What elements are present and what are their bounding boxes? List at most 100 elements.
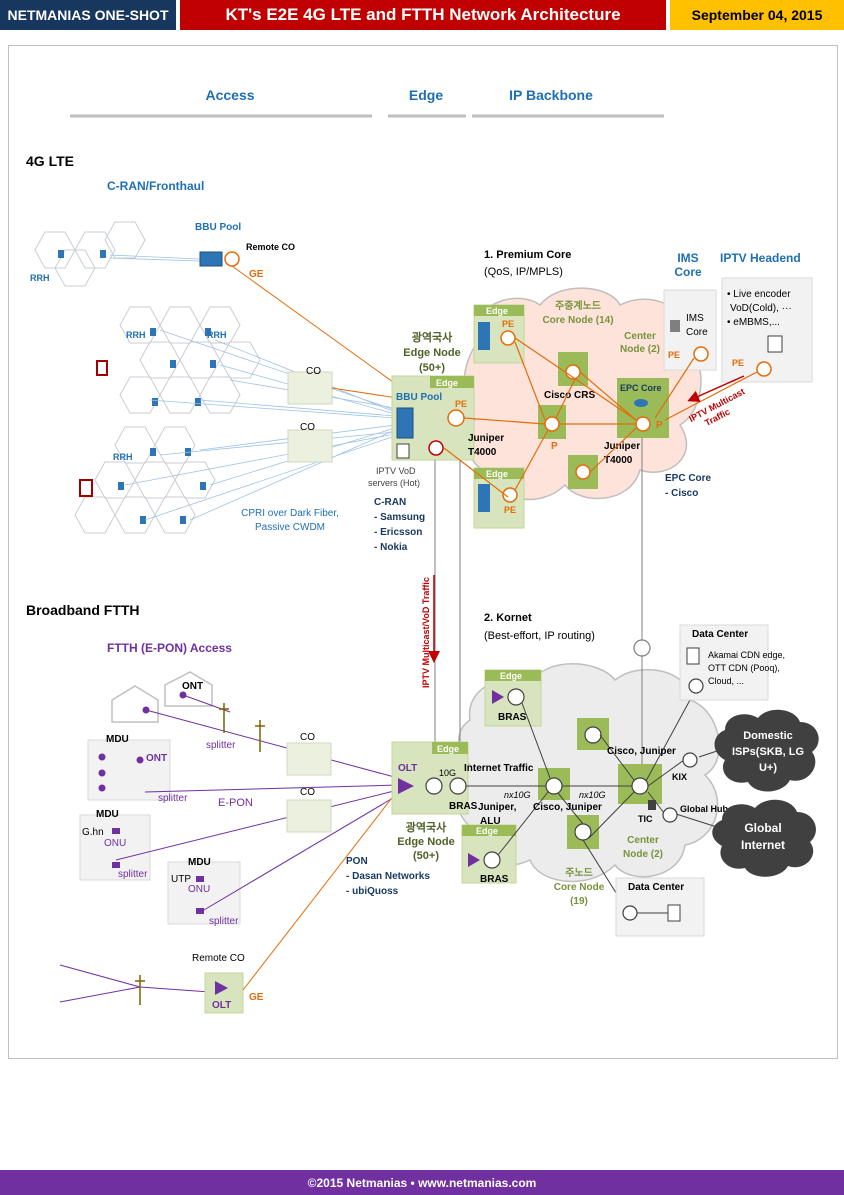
edge-router-2-icon [449,777,467,795]
mdu-label-3: MDU [188,857,211,868]
core-pe-router-bottom-icon [502,487,518,503]
tic-label: TIC [638,814,653,824]
splitter-label-3: splitter [118,869,148,880]
remote-co-router-icon [224,251,240,267]
iptv-vod-server-icon [396,443,410,459]
svg-text:ALU: ALU [480,816,501,827]
bbu-pool-label-remote: BBU Pool [195,222,241,233]
co-label-ftth-1: CO [300,732,315,743]
bras-edge-tag-top: Edge [500,671,522,681]
column-ip-backbone: IP Backbone [509,87,593,103]
rrh-cluster-1 [34,221,146,287]
svg-text:ISPs(SKB, LG: ISPs(SKB, LG [732,746,804,758]
ont-label-mdu: ONT [146,753,167,764]
core-edge-tag-bottom: Edge [486,469,508,479]
svg-text:Akamai CDN edge,: Akamai CDN edge, [708,650,785,660]
vertical-connectors [434,438,643,778]
svg-text:IMS: IMS [686,313,704,324]
nx10g-label-1: nx10G [504,790,531,800]
ge-label-ftth: GE [249,992,264,1003]
rrh-cluster-3 [74,426,216,534]
ge-label-lte: GE [249,269,264,280]
premium-core-subtitle: (QoS, IP/MPLS) [484,266,563,278]
ftth-edge-node-label: 광역국사 Edge Node (50+) [397,820,454,862]
svg-text:Node (2): Node (2) [620,344,660,355]
remote-co-label-lte: Remote CO [246,242,295,252]
rrh-cluster-2 [119,306,261,414]
splitter-label-1: splitter [206,740,236,751]
epon-label: E-PON [218,797,253,809]
core-pe-label-top: PE [502,319,514,329]
juniper-alu-label: Juniper, ALU [478,802,517,827]
ims-pe-label: PE [668,350,680,360]
svg-text:Core: Core [686,327,708,338]
mdu-box-2 [79,814,151,881]
bbu-pool-remote [199,251,223,267]
column-edge: Edge [409,87,443,103]
rrh-label-4: RRH [113,452,133,462]
lte-edge-node-label: 광역국사 Edge Node (50+) [403,330,460,374]
nx10g-label-2: nx10G [579,790,606,800]
svg-text:T4000: T4000 [604,455,633,466]
ghn-label: G.hn [82,827,104,838]
data-center-router-top-icon [688,678,704,694]
rrh-label-3: RRH [207,330,227,340]
lte-juniper-label-1: Juniper T4000 [468,433,504,458]
bras-label-top: BRAS [498,712,527,723]
bras-label-edge: BRAS [449,801,478,812]
global-internet-label: Global Internet [741,821,785,852]
data-center-label-top: Data Center [692,629,748,640]
svg-text:Internet: Internet [741,838,785,852]
epc-core-tag: EPC Core [620,383,662,393]
pon-fibers [59,694,399,1003]
svg-text:IPTV VoD: IPTV VoD [376,466,416,476]
svg-text:U+): U+) [759,762,777,774]
kornet-link-router-icon [633,639,651,657]
footer: ©2015 Netmanias • www.netmanias.com [0,1170,844,1195]
core-router-2-icon [544,416,560,432]
svg-text:- Dasan Networks: - Dasan Networks [346,871,430,882]
olt-label-edge: OLT [398,763,417,774]
svg-text:EPC Core: EPC Core [665,473,712,484]
lte-edge-router-2-icon [428,440,444,456]
svg-text:• Live encoder: • Live encoder [727,289,791,300]
svg-text:- ubiQuoss: - ubiQuoss [346,886,399,897]
svg-text:Global: Global [744,821,781,835]
svg-text:C-RAN: C-RAN [374,497,406,508]
premium-core-title: 1. Premium Core [484,249,571,261]
svg-text:PON: PON [346,856,368,867]
internet-traffic-label: Internet Traffic [464,763,534,774]
ont-label-house: ONT [182,681,203,692]
utp-label: UTP [171,874,191,885]
bras-router-edge-icon [425,777,443,795]
co-label-lte-2: CO [300,422,315,433]
lte-juniper-label-2: Juniper T4000 [604,441,640,466]
svg-text:- Cisco: - Cisco [665,488,698,499]
svg-text:주중계노드: 주중계노드 [555,299,601,312]
cpri-label: CPRI over Dark Fiber, Passive CWDM [241,508,339,533]
epc-core-db-icon [634,399,648,407]
svg-text:(50+): (50+) [413,850,439,862]
svg-text:Node (2): Node (2) [623,849,663,860]
ue-device-1 [96,360,108,376]
core-p-label-1: P [551,441,558,452]
lte-edge-pe-label: PE [455,399,467,409]
section-4g-lte: 4G LTE [26,153,74,169]
lte-edge-pe-router-icon [447,409,465,427]
core-node-label: 주중계노드 Core Node (14) [542,299,613,326]
section-broadband-ftth: Broadband FTTH [26,602,140,618]
svg-text:광역국사: 광역국사 [406,820,447,834]
cisco-juniper-label-2: Cisco, Juniper [607,746,676,757]
tic-db-icon [648,800,656,810]
core-router-3-icon [575,464,591,480]
onu-label-2: ONU [188,884,210,895]
iptv-headend-items: • Live encoder VoD(Cold), ··· • eMBMS,..… [727,289,792,328]
svg-text:VoD(Cold), ···: VoD(Cold), ··· [730,303,792,314]
svg-text:- Ericsson: - Ericsson [374,527,422,538]
iptv-headend-title: IPTV Headend [720,251,801,265]
domestic-isps-label: Domestic ISPs(SKB, LG U+) [732,730,804,774]
svg-text:(50+): (50+) [419,362,445,374]
bras-edge-tag-bottom: Edge [476,826,498,836]
kix-router-icon [682,752,698,768]
core-links [443,337,637,498]
